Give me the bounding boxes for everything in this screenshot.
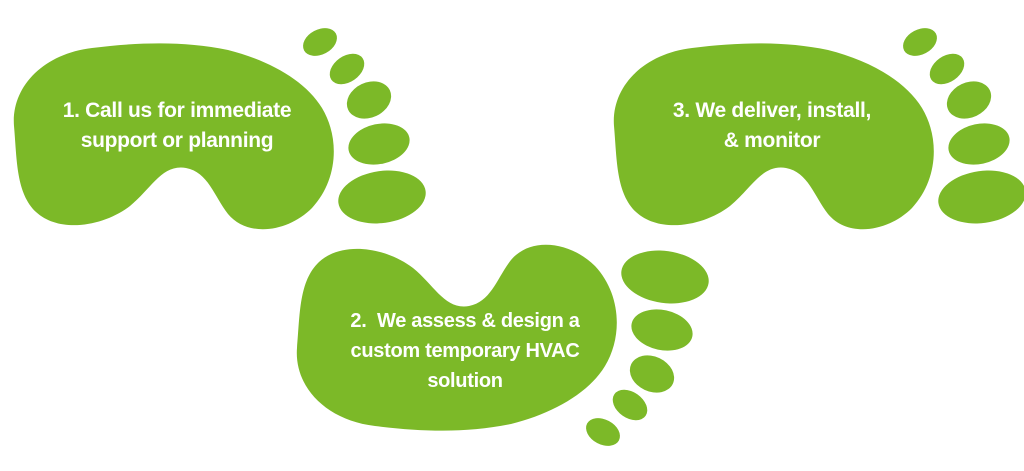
step-text-line: solution [427,370,503,392]
step-1-text: 1. Call us for immediate support or plan… [12,96,342,156]
step-text-line: & monitor [723,129,821,152]
footprint-step-2: 2. We assess & design a custom temporary… [283,234,723,471]
step-text-line: support or planning [80,129,274,152]
step-2-text: 2. We assess & design a custom temporary… [300,306,630,396]
step-text-line: 1. Call us for immediate [62,99,292,122]
step-3-text: 3. We deliver, install, & monitor [607,96,937,156]
step-text-line: custom temporary HVAC [350,340,580,362]
step-text-line: 3. We deliver, install, [672,99,872,122]
footprint-step-1: 1. Call us for immediate support or plan… [0,0,440,240]
step-text-line: 2. We assess & design a [350,310,580,332]
footprint-step-3: 3. We deliver, install, & monitor [600,0,1024,240]
